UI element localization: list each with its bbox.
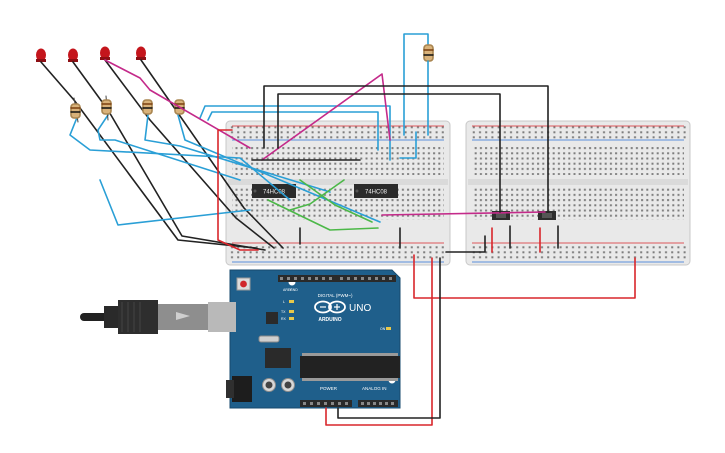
l-led-icon: [289, 300, 294, 303]
arduino-logo-text: ARDUINO: [318, 317, 341, 323]
left-bottom-rail: [230, 245, 446, 260]
wire-black: [104, 59, 275, 249]
rx-led-icon: [289, 317, 294, 320]
digital-label: DIGITAL (PWM~): [318, 293, 353, 298]
wire-blue: [177, 114, 381, 223]
left-top-rail: [230, 125, 446, 140]
right-bottom-rail: [470, 245, 686, 260]
pushbutton-2[interactable]: [538, 211, 556, 220]
usb-icon: [176, 312, 190, 320]
usb-chip: [266, 312, 278, 324]
resistor-2[interactable]: [101, 95, 112, 121]
uno-label: UNO: [349, 303, 371, 314]
resistor-1[interactable]: [70, 97, 81, 123]
digital-header[interactable]: [278, 275, 396, 282]
tx-led-icon: [289, 310, 294, 313]
wire-green: [299, 179, 373, 223]
wire-blue: [69, 114, 291, 201]
right-top-rail: [470, 125, 686, 140]
chip-left-label: 74HC08: [263, 190, 286, 196]
voltage-regulator-area: [265, 348, 291, 368]
wire-black: [277, 93, 501, 213]
wire-green: [289, 179, 345, 211]
resistor-3[interactable]: [142, 99, 153, 115]
resistor-top[interactable]: [423, 44, 434, 62]
analog-label: ANALOG IN: [362, 386, 387, 391]
analog-header[interactable]: [358, 400, 398, 407]
wire-red: [217, 129, 259, 251]
gnd-label: GND: [290, 288, 298, 292]
power-jack[interactable]: [232, 376, 252, 402]
power-label: POWER: [320, 386, 338, 391]
right-upper-strip: [472, 145, 684, 175]
crystal: [258, 335, 280, 343]
on-led-icon: [386, 327, 391, 330]
wire-magenta: [381, 211, 546, 216]
usb-cable: [80, 300, 236, 334]
chip-right[interactable]: 74HC08: [354, 184, 398, 198]
l-led-label: L: [283, 300, 285, 304]
arduino-uno-board[interactable]: DIGITAL (PWM~) AREF GND ARDUINO UNO L TX…: [226, 269, 401, 409]
usb-port: [208, 302, 236, 332]
wire-magenta: [149, 89, 251, 149]
aref-label: AREF: [283, 288, 292, 292]
wire-red: [413, 254, 636, 299]
led-4[interactable]: [136, 46, 146, 61]
wire-blue: [207, 111, 379, 151]
wire-red: [325, 257, 433, 426]
chip-left[interactable]: 74HC08: [252, 184, 296, 198]
chip-right-label: 74HC08: [365, 190, 388, 196]
wire-magenta: [104, 59, 151, 91]
atmega-chip: [300, 356, 400, 378]
wire-black: [140, 59, 284, 249]
wire-blue: [199, 105, 391, 161]
wire-black: [337, 257, 441, 419]
wire-black: [263, 85, 549, 213]
on-led-label: ON: [380, 327, 386, 331]
led-1[interactable]: [36, 48, 46, 63]
led-3[interactable]: [100, 46, 110, 61]
wire-magenta: [261, 73, 391, 161]
wire-blue: [403, 33, 429, 136]
pushbutton-1[interactable]: [492, 211, 510, 220]
wire-blue: [399, 131, 417, 159]
tx-led-label: TX: [281, 310, 286, 314]
led-2[interactable]: [68, 48, 78, 63]
wire-blue: [99, 179, 251, 226]
wire-green: [267, 199, 379, 231]
wire-blue: [97, 114, 241, 181]
arduino-logo-icon: [314, 300, 346, 314]
right-breadboard: [465, 120, 691, 266]
wire-black: [40, 61, 257, 249]
wire-black: [445, 235, 486, 253]
reset-button-cap[interactable]: [240, 280, 247, 288]
rx-led-label: RX: [281, 317, 287, 321]
